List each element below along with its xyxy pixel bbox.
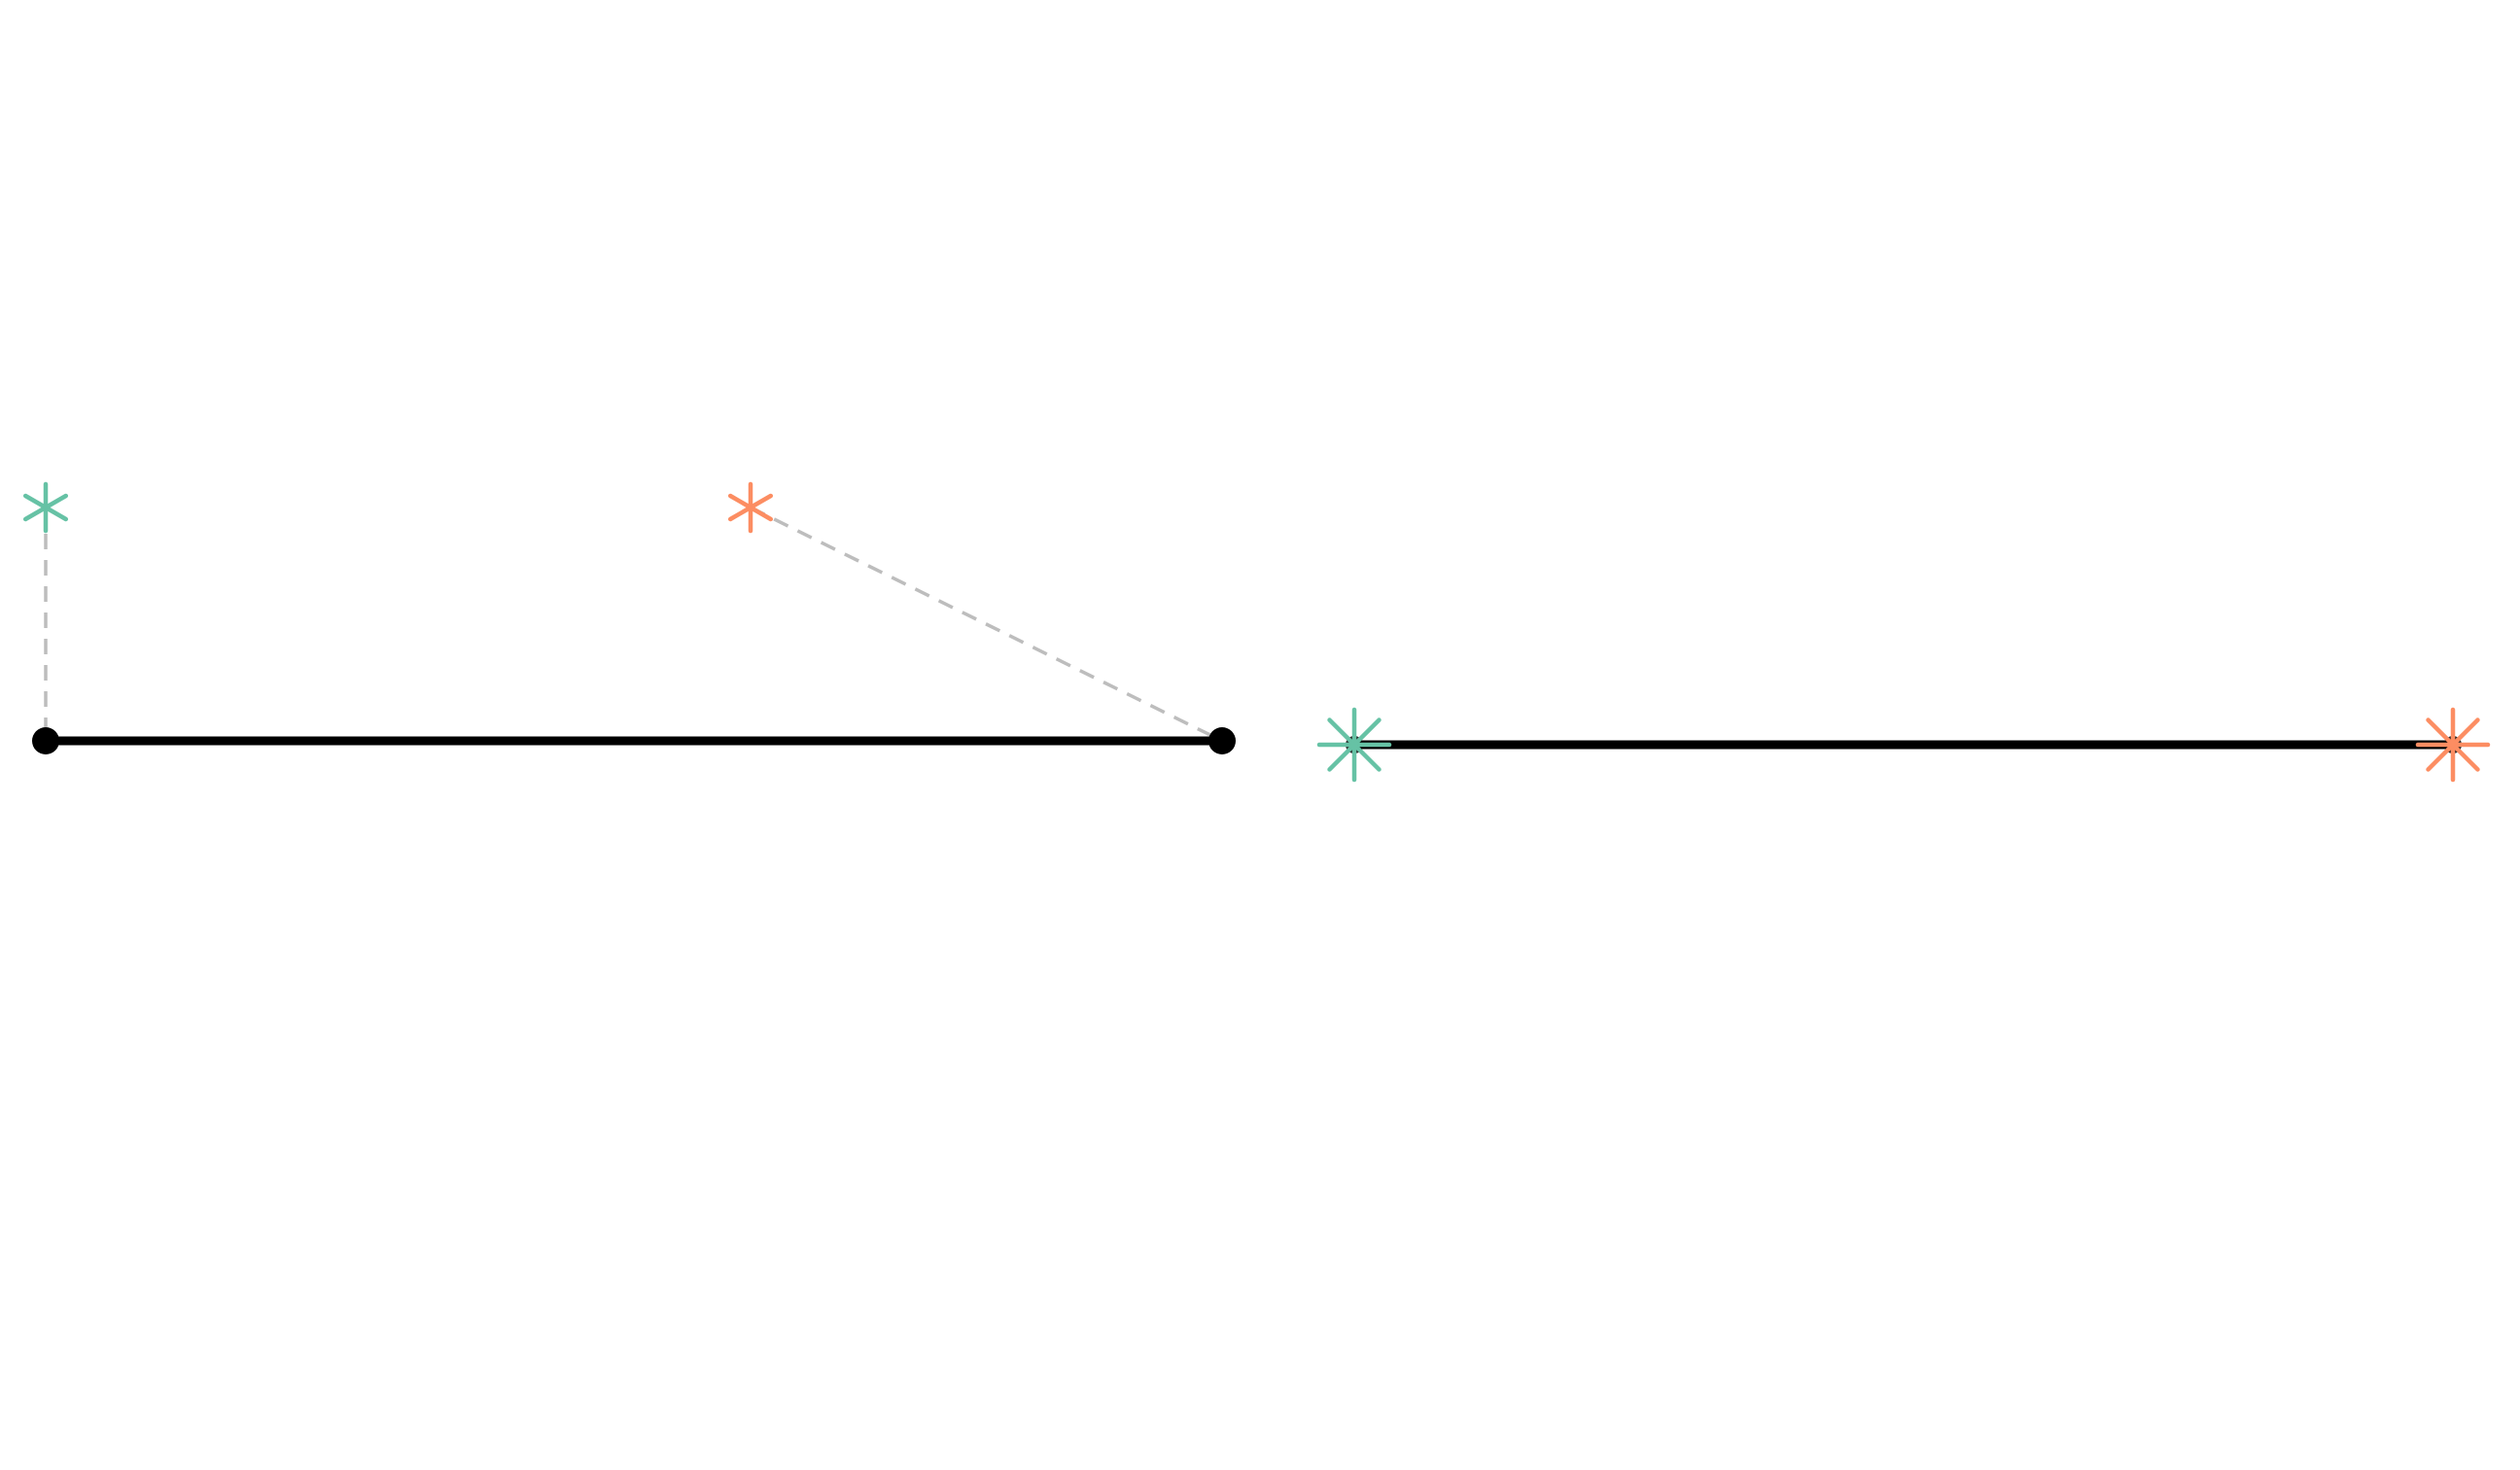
- guide-line-end: [750, 506, 1223, 743]
- start-marker-ray: [22, 493, 69, 522]
- panel-after: [1316, 707, 2491, 783]
- start-marker-ray: [1327, 718, 1382, 772]
- endpoint-dot-end: [1208, 727, 1236, 754]
- endpoint-dot-start: [32, 727, 59, 754]
- start-marker-detached: [22, 481, 69, 534]
- start-marker-snapped: [1316, 707, 1392, 783]
- end-marker-ray: [727, 493, 774, 522]
- panel-before: [22, 481, 1236, 754]
- end-marker-snapped: [2415, 707, 2491, 783]
- end-marker-detached: [727, 481, 774, 534]
- end-marker-ray: [2426, 718, 2480, 772]
